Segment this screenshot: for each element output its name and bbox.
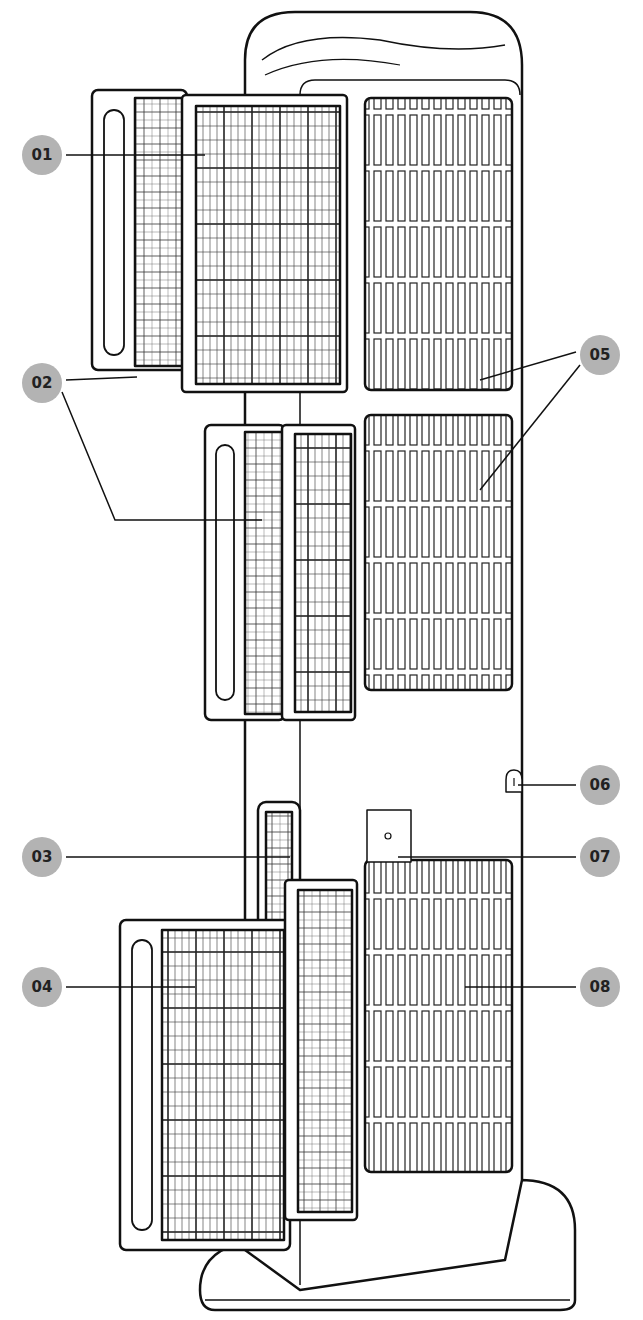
callout-number: 07	[580, 837, 620, 877]
callout-number: 04	[22, 967, 62, 1007]
callout-number: 05	[580, 335, 620, 375]
callout-number: 02	[22, 363, 62, 403]
callout-number: 01	[22, 135, 62, 175]
callout-number: 03	[22, 837, 62, 877]
callout-number: 06	[580, 765, 620, 805]
callout-number: 08	[580, 967, 620, 1007]
